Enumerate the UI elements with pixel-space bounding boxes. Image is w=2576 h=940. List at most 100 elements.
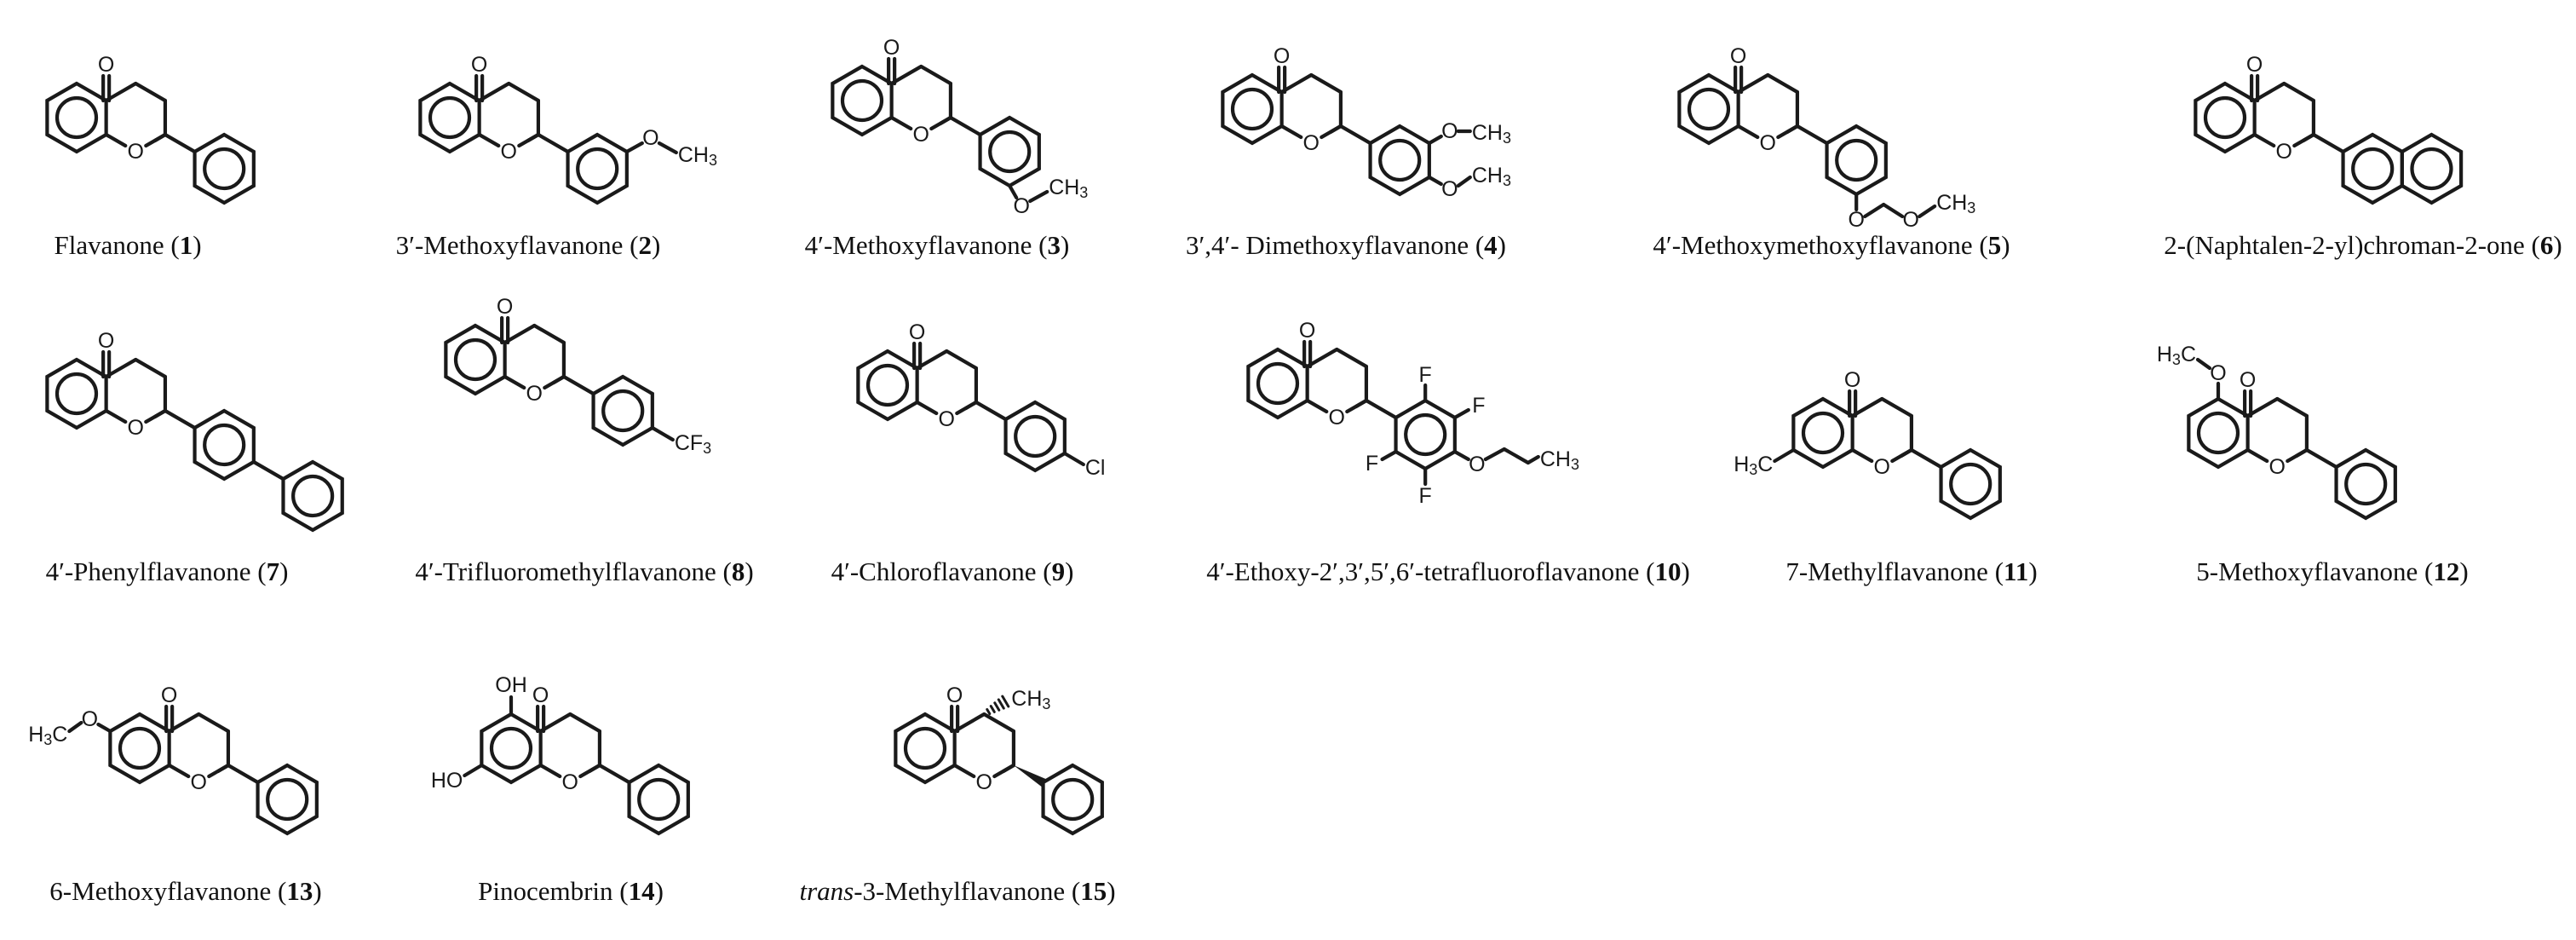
aromatic-circle xyxy=(1256,361,1300,406)
aromatic-circle xyxy=(903,726,947,770)
caption-14: Pinocembrin (14) xyxy=(478,876,664,906)
aromatic-circle xyxy=(203,423,246,467)
bond xyxy=(2252,81,2286,103)
bond xyxy=(163,132,197,154)
bond xyxy=(915,400,939,416)
atom-label: O xyxy=(1013,194,1029,218)
bond xyxy=(104,357,138,379)
compound-name: Flavanone xyxy=(54,230,164,260)
compound-name: 4′-Methoxyflavanone xyxy=(804,230,1032,260)
chlorine-label: Cl xyxy=(1085,456,1106,480)
bond xyxy=(1850,447,1874,464)
compound-name: 6-Methoxyflavanone xyxy=(49,876,272,906)
bond xyxy=(538,763,562,779)
phenyl-ring xyxy=(1003,400,1067,473)
group-label: CH3 xyxy=(1011,687,1050,712)
aromatic-circle xyxy=(1949,462,1992,506)
compound-name: 4′-Trifluoromethylflavanone xyxy=(415,557,716,586)
ring-oxygen-label: O xyxy=(1874,455,1890,479)
aromatic-circle xyxy=(203,147,246,191)
atom-label: F xyxy=(1472,394,1485,418)
ring-oxygen-label: O xyxy=(191,770,207,794)
carbonyl-oxygen-label: O xyxy=(1299,319,1315,343)
bond xyxy=(167,712,201,734)
compound-name: -3-Methylflavanone xyxy=(854,876,1066,906)
compound-number: 13 xyxy=(286,876,313,906)
bond xyxy=(532,323,566,345)
bond xyxy=(543,374,566,390)
compound-number: 1 xyxy=(179,230,193,260)
aromatic-circle xyxy=(2410,147,2453,191)
hashed-bond xyxy=(993,701,1001,712)
atom-label: O xyxy=(1902,208,1918,232)
bond xyxy=(1008,183,1019,200)
bond xyxy=(1918,204,1937,219)
compound-number: 5 xyxy=(1987,230,2002,260)
carbonyl-oxygen-label: O xyxy=(909,320,925,344)
bond xyxy=(1309,72,1343,95)
caption-11: 7-Methylflavanone (11) xyxy=(1785,557,2038,586)
caption-4: 3′,4′- Dimethoxyflavanone (4) xyxy=(1186,230,1506,260)
bond xyxy=(1736,124,1760,140)
bond xyxy=(945,349,979,371)
compound-name: 5-Methoxyflavanone xyxy=(2196,557,2418,586)
bond xyxy=(67,720,83,734)
phenyl-ring xyxy=(256,763,319,836)
bond xyxy=(2304,447,2338,470)
bond xyxy=(1483,447,1506,462)
bond xyxy=(226,763,260,785)
aromatic-circle xyxy=(1404,412,1447,457)
bond xyxy=(96,722,112,734)
bond xyxy=(1890,447,1914,464)
bond xyxy=(517,132,541,148)
bond xyxy=(503,323,537,345)
bond xyxy=(1773,447,1796,464)
carbonyl-oxygen-label: O xyxy=(1844,368,1860,392)
atom-label: O xyxy=(1441,177,1458,201)
bond xyxy=(477,132,501,148)
bond xyxy=(503,374,526,390)
bond xyxy=(952,763,976,779)
carbonyl-oxygen-label: O xyxy=(161,683,177,707)
hydroxyl-label: HO xyxy=(431,769,463,793)
aromatic-circle xyxy=(489,726,533,770)
bond xyxy=(974,400,1008,422)
bond xyxy=(104,81,138,103)
ring-oxygen-label: O xyxy=(913,123,929,147)
aromatic-circle xyxy=(1051,777,1095,822)
atom-label: F xyxy=(1366,452,1378,476)
atom-label: O xyxy=(1848,208,1864,232)
compound-name: 4′-Phenylflavanone xyxy=(45,557,251,586)
bond xyxy=(1335,347,1369,369)
bond xyxy=(2275,396,2309,418)
aromatic-circle xyxy=(840,78,884,123)
caption-5: 4′-Methoxymethoxyflavanone (5) xyxy=(1653,230,2010,260)
aromatic-circle xyxy=(637,777,681,822)
caption-13: 6-Methoxyflavanone (13) xyxy=(49,876,322,906)
aromatic-circle xyxy=(2203,95,2247,140)
compound-name: 2-(Naphtalen-2-yl)chroman-2-one xyxy=(2164,230,2525,260)
aromatic-circle xyxy=(55,95,99,140)
bond xyxy=(477,81,511,103)
phenyl-ring xyxy=(1041,763,1104,836)
bond xyxy=(1452,407,1470,420)
bond xyxy=(1456,175,1472,188)
phenyl-ring xyxy=(591,374,654,447)
bond xyxy=(955,400,979,416)
bond xyxy=(144,408,168,424)
bond xyxy=(1380,449,1398,462)
bond xyxy=(1736,72,1770,95)
compound-number: 8 xyxy=(731,557,745,586)
bond xyxy=(1502,447,1530,465)
bond xyxy=(163,408,197,430)
bond xyxy=(2311,132,2345,154)
bond xyxy=(2282,81,2316,103)
